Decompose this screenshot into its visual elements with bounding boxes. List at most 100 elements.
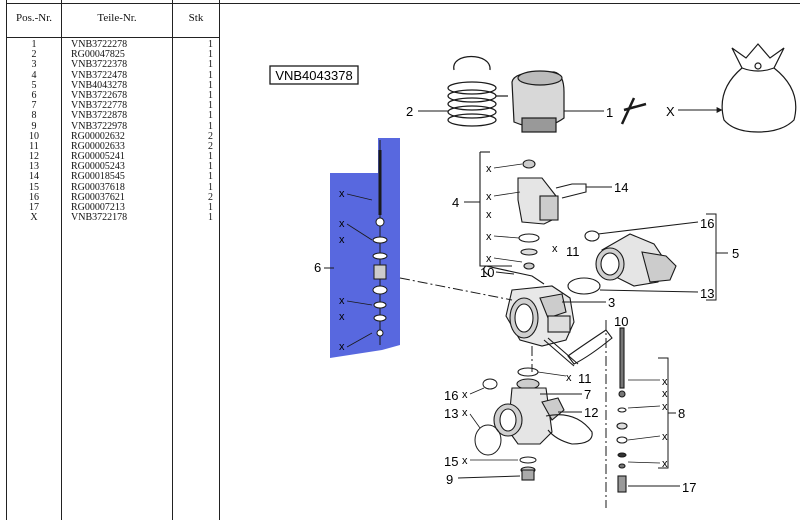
table-row: 6 VNB3722678 1	[7, 89, 219, 101]
oring-part-13	[474, 424, 502, 456]
pos-cell: 10	[29, 130, 39, 142]
header-pos: Pos.-Nr.	[15, 12, 53, 24]
quantity-cell: 1	[208, 212, 213, 224]
pos-cell: 4	[31, 69, 37, 81]
pos-cell: 15	[29, 181, 39, 193]
assembly-code-box: VNB4043378	[269, 65, 359, 85]
label-11a: 11	[566, 244, 580, 259]
axis-line	[399, 277, 513, 301]
table-row: 4 VNB3722478 1	[7, 69, 219, 81]
x-mark: x	[339, 218, 345, 230]
x-mark: x	[662, 431, 668, 443]
x-mark: x	[339, 234, 345, 246]
part-number-cell: RG00047825	[71, 49, 125, 61]
stack-part-8	[616, 327, 628, 493]
quantity-cell: 1	[208, 120, 213, 132]
quantity-cell: 1	[208, 171, 213, 183]
label-16a: 16	[700, 216, 714, 231]
quantity-cell: 2	[208, 130, 213, 142]
x-mark: x	[339, 295, 345, 307]
label-17: 17	[682, 480, 696, 495]
fitting-part-5	[567, 230, 677, 295]
quantity-cell: 1	[208, 110, 213, 122]
table-row: 11 RG00002633 2	[7, 140, 219, 152]
x-mark: x	[486, 191, 492, 203]
pos-cell: X	[30, 212, 38, 224]
label-2: 2	[406, 104, 413, 119]
label-16b: 16	[444, 388, 458, 403]
pos-cell: 9	[31, 120, 37, 132]
pos-cell: 13	[29, 161, 39, 173]
part-number-cell: RG00002633	[71, 140, 125, 152]
quantity-cell: 1	[208, 59, 213, 71]
quantity-cell: 1	[208, 181, 213, 193]
label-9: 9	[446, 472, 453, 487]
pos-cell: 11	[29, 140, 39, 152]
pos-cell: 3	[31, 59, 37, 71]
label-5: 5	[732, 246, 739, 261]
x-mark: x	[462, 389, 468, 401]
part-number-cell: VNB3722178	[71, 212, 128, 224]
quantity-cell: 1	[208, 69, 213, 81]
quantity-cell: 2	[208, 140, 213, 152]
quantity-cell: 1	[208, 39, 213, 50]
label-10a: 10	[480, 265, 494, 280]
part-number-cell: RG00007213	[71, 202, 125, 213]
quantity-cell: 1	[208, 79, 213, 91]
x-mark: x	[566, 372, 572, 384]
pos-cell: 16	[29, 191, 39, 203]
main-body-part-3	[483, 265, 579, 367]
quantity-cell: 2	[208, 191, 213, 203]
part-number-cell: VNB3722978	[71, 120, 128, 132]
pos-cell: 17	[29, 202, 39, 213]
x-mark: x	[339, 188, 345, 200]
label-6: 6	[314, 260, 321, 275]
gasket-part-10	[567, 329, 613, 365]
table-row: 15 RG00037618 1	[7, 181, 219, 193]
part-number-cell: RG00005241	[71, 151, 125, 163]
label-11b: 11	[578, 371, 592, 386]
strike-mark	[620, 97, 647, 125]
part-number-cell: VNB3722778	[71, 100, 128, 112]
part-number-cell: VNB3722678	[71, 89, 128, 101]
table-row: 9 VNB3722978 1	[7, 120, 219, 132]
screw-part-9	[520, 466, 536, 481]
header-qty: Stk	[188, 12, 204, 24]
label-x-bag: X	[666, 104, 675, 119]
label-15: 15	[444, 454, 458, 469]
x-mark: x	[662, 401, 668, 413]
x-mark: x	[339, 341, 345, 353]
quantity-cell: 1	[208, 161, 213, 173]
x-mark: x	[486, 253, 492, 265]
x-mark: x	[552, 243, 558, 255]
quantity-cell: 1	[208, 202, 213, 213]
header-divider	[7, 37, 219, 38]
part-number-cell: RG00037618	[71, 181, 125, 193]
label-14: 14	[614, 180, 628, 195]
quantity-cell: 1	[208, 100, 213, 112]
pos-cell: 1	[31, 39, 37, 50]
part-number-cell: RG00037621	[71, 191, 125, 203]
pos-cell: 6	[31, 89, 37, 101]
highlight-assembly-6: x x x x x x	[330, 138, 400, 358]
label-7: 7	[584, 387, 591, 402]
coil-part-2	[447, 56, 508, 127]
solenoid-part-1	[511, 70, 565, 133]
oring-part-16	[482, 378, 498, 390]
pos-cell: 12	[29, 151, 39, 163]
exploded-view-drawing: VNB4043378 x x x x x x	[222, 0, 800, 520]
x-mark: x	[662, 388, 668, 400]
label-4: 4	[452, 195, 459, 210]
label-1: 1	[606, 105, 613, 120]
part-number-cell: VNB3722478	[71, 69, 128, 81]
x-mark: x	[662, 458, 668, 470]
top-border	[6, 3, 800, 4]
quantity-cell: 1	[208, 89, 213, 101]
pos-cell: 5	[31, 79, 37, 91]
